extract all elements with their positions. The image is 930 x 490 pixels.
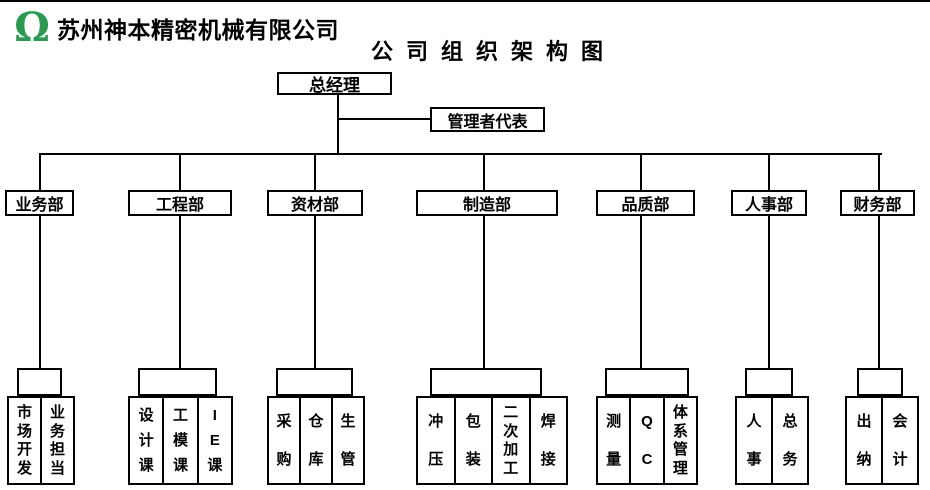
dept-box-sales: 业务部 [5, 190, 74, 216]
svg-text:Ω: Ω [14, 6, 50, 48]
connector-line [768, 215, 770, 368]
unit-cell-production-control: 生管 [331, 398, 363, 483]
unit-group-manufacturing: 冲压 包装 二次加工 焊接 [416, 396, 568, 485]
dept-box-finance: 财务部 [840, 190, 915, 216]
unit-bracket-hr [745, 368, 793, 396]
unit-cell-purchasing: 采购 [276, 413, 292, 468]
unit-cell-welding: 焊接 [528, 398, 567, 483]
unit-bracket-quality [605, 368, 689, 396]
connector-line [39, 153, 882, 155]
connector-line [179, 153, 181, 190]
connector-line [39, 153, 41, 190]
unit-cell-packaging: 包装 [453, 398, 492, 483]
connector-line [39, 215, 41, 368]
unit-group-sales: 市场开发 业务担当 [7, 396, 75, 485]
connector-line [179, 215, 181, 368]
company-logo-icon: Ω [14, 6, 50, 48]
page-header: Ω 苏州神本精密机械有限公司 [14, 6, 339, 48]
unit-cell-measurement: 测量 [606, 413, 622, 468]
connector-line [878, 215, 880, 368]
unit-cell-cashier: 出纳 [856, 413, 872, 468]
unit-cell-sales-rep: 业务担当 [40, 398, 73, 483]
unit-group-finance: 出纳 会计 [845, 396, 919, 485]
unit-group-materials: 采购 仓库 生管 [267, 396, 365, 485]
staff-box-management-representative: 管理者代表 [430, 107, 545, 132]
unit-bracket-finance [857, 368, 903, 396]
unit-cell-general-affairs: 总务 [771, 398, 807, 483]
unit-cell-tooling: 工模课 [162, 398, 196, 483]
unit-cell-accounting: 会计 [881, 398, 917, 483]
connector-line [337, 93, 339, 155]
unit-cell-secondary-processing: 二次加工 [491, 398, 529, 483]
unit-cell-design: 设计课 [138, 407, 154, 474]
unit-cell-personnel: 人事 [746, 413, 762, 468]
connector-line [314, 153, 316, 190]
connector-line [878, 153, 880, 190]
dept-box-quality: 品质部 [596, 190, 695, 216]
unit-bracket-manufacturing [430, 368, 542, 396]
unit-cell-warehouse: 仓库 [299, 398, 331, 483]
connector-line [483, 215, 485, 368]
unit-group-hr: 人事 总务 [735, 396, 809, 485]
connector-line [640, 215, 642, 368]
dept-box-materials: 资材部 [267, 190, 363, 216]
connector-line [640, 153, 642, 190]
connector-line [337, 118, 430, 120]
dept-box-engineering: 工程部 [128, 190, 232, 216]
unit-cell-stamping: 冲压 [428, 413, 444, 468]
connector-line [483, 153, 485, 190]
connector-line [768, 153, 770, 190]
dept-box-hr: 人事部 [731, 190, 807, 216]
root-box-general-manager: 总经理 [277, 72, 392, 95]
unit-cell-market-development: 市场开发 [16, 403, 32, 478]
unit-cell-system-management: 体系管理 [662, 398, 696, 483]
diagram-title: 公司组织架构图 [370, 39, 616, 64]
unit-bracket-materials [276, 368, 353, 396]
unit-bracket-engineering [138, 368, 217, 396]
connector-line [314, 215, 316, 368]
dept-box-manufacturing: 制造部 [416, 190, 558, 216]
unit-bracket-sales [17, 368, 62, 396]
company-name: 苏州神本精密机械有限公司 [57, 17, 339, 43]
